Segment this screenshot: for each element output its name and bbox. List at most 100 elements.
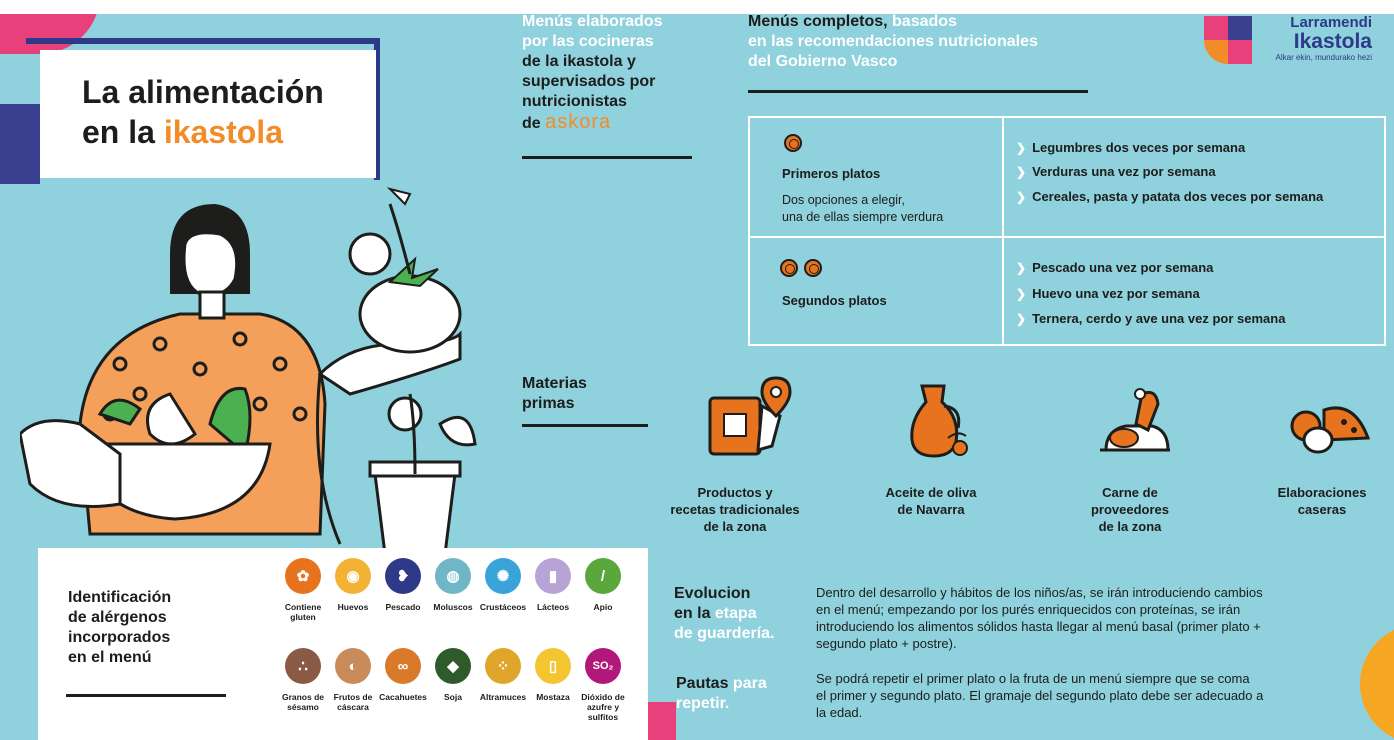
list-item-text: Ternera, cerdo y ave una vez por semana: [1032, 311, 1286, 326]
list-item: ❯Verduras una vez por semana: [1016, 164, 1216, 179]
plate-icon: [804, 259, 822, 282]
allergen-icon: SO₂: [585, 648, 621, 684]
allergen-heading-line: en el menú: [68, 649, 152, 666]
list-item-text: Huevo una vez por semana: [1032, 286, 1200, 301]
evolucion-text-line: segundo plato + postre).: [816, 636, 957, 651]
allergen-icon: /: [585, 558, 621, 594]
allergen-item: ❥ Pescado: [376, 558, 430, 612]
primeros-note-line: una de ellas siempre verdura: [782, 210, 944, 224]
allergen-label: Crustáceos: [476, 602, 530, 612]
table-divider: [750, 236, 1384, 238]
list-item: ❯ Ternera, cerdo y ave una vez por semana: [1016, 311, 1285, 326]
title-frame: [26, 38, 380, 180]
allergen-label-line: Granos de: [281, 692, 325, 702]
chevron-right-icon: ❯: [1016, 312, 1027, 326]
allergen-label-line: sulfitos: [587, 712, 619, 722]
allergen-label-line: Moluscos: [433, 602, 473, 612]
allergen-label-line: Contiene: [284, 602, 322, 612]
allergen-icon: ⁘: [485, 648, 521, 684]
list-item-text: Legumbres dos veces por semana: [1032, 140, 1246, 155]
allergen-icon: ◍: [435, 558, 471, 594]
allergen-label-line: gluten: [290, 612, 316, 622]
evolucion-text-line: en el menú; empezando por los purés enri…: [816, 602, 1241, 617]
pautas-text-line: el primer y segundo plato. El gramaje de…: [816, 688, 1264, 703]
chevron-right-icon: ❯: [1016, 287, 1027, 301]
allergen-item: ∞Cacahuetes: [376, 648, 430, 702]
list-item-text: Pescado una vez por semana: [1032, 260, 1214, 275]
pink-square-shape: [648, 702, 676, 740]
allergen-label-line: Cacahuetes: [379, 692, 427, 702]
list-item: ❯Pescado una vez por semana: [1016, 260, 1213, 275]
divider: [522, 156, 692, 159]
allergen-label: Pescado: [376, 602, 430, 612]
intro-right-line1: Menús completos, basados: [748, 14, 1148, 32]
allergen-label-line: Altramuces: [479, 692, 527, 702]
allergen-label-line: Dióxido de: [581, 692, 625, 702]
allergen-label-line: Huevos: [337, 602, 369, 612]
material-label-line: proveedores: [1090, 502, 1170, 517]
allergen-icon: ▯: [535, 648, 571, 684]
divider: [748, 90, 1088, 93]
allergen-item: ◉Huevos: [326, 558, 380, 612]
pautas-text-line: Se podrá repetir el primer plato o la fr…: [816, 671, 1250, 686]
allergen-icon: ✺: [485, 558, 521, 594]
intro-left: Menús elaborados por las cocineras de la…: [522, 14, 722, 134]
allergen-heading: Identificación de alérgenos incorporados…: [68, 588, 171, 668]
allergen-label-line: Soja: [444, 692, 462, 702]
allergen-item: ⁘ Altramuces: [476, 648, 530, 702]
larramendi-logo-mark: [1204, 16, 1252, 64]
evolucion-text-line: Dentro del desarrollo y hábitos de los n…: [816, 585, 1263, 600]
material-label: Carne de proveedores de la zona: [1070, 484, 1190, 535]
allergen-label-line: Frutos de: [333, 692, 373, 702]
pautas-text-line: la edad.: [816, 705, 863, 720]
segundos-label: Segundos platos: [782, 293, 887, 308]
pautas-heading-line: repetir.: [676, 695, 730, 712]
material-label-line: Aceite de oliva: [885, 485, 977, 500]
intro-right-dark: Menús completos,: [748, 14, 888, 30]
pautas-heading: Pautas para repetir.: [676, 674, 767, 714]
title-prefix: en la: [82, 114, 164, 150]
list-item: ❯Legumbres dos veces por semana: [1016, 140, 1245, 155]
material-label-line: Elaboraciones: [1277, 485, 1367, 500]
allergen-label: Apio: [576, 602, 630, 612]
evolucion-text-line: introduciendo los alimentos sólidos hast…: [816, 619, 1261, 634]
allergen-label: Lácteos: [526, 602, 580, 612]
intro-right-white: basados: [887, 14, 957, 30]
divider: [522, 424, 648, 427]
materias-heading-line: Materias: [522, 375, 587, 392]
allergen-label-line: Crustáceos: [479, 602, 527, 612]
material-label-line: de la zona: [703, 519, 767, 534]
allergen-label: Cacahuetes: [376, 692, 430, 702]
material-label-line: caseras: [1297, 502, 1347, 517]
allergen-label-line: azufre y: [586, 702, 620, 712]
list-item: ❯Cereales, pasta y patata dos veces por …: [1016, 189, 1323, 204]
allergen-item: ◆Soja: [426, 648, 480, 702]
materias-heading-line: primas: [522, 395, 575, 412]
evolucion-text: Dentro del desarrollo y hábitos de los n…: [816, 584, 1386, 652]
material-label-line: Carne de: [1102, 485, 1158, 500]
allergen-label: Soja: [426, 692, 480, 702]
allergen-icon: ❥: [385, 558, 421, 594]
intro-left-line: Menús elaborados: [522, 14, 663, 30]
allergen-heading-line: incorporados: [68, 629, 171, 646]
evolucion-dark: en la: [674, 605, 715, 622]
page-title-line2: en la ikastola: [82, 114, 283, 151]
logo-name2: Ikastola: [1293, 30, 1372, 53]
olive-oil-jug-icon: [910, 384, 968, 458]
allergen-label: Altramuces: [476, 692, 530, 702]
askora-logo: askora: [545, 111, 612, 133]
list-item: ❯ Huevo una vez por semana: [1016, 286, 1200, 301]
list-item-text: Verduras una vez por semana: [1032, 164, 1216, 179]
material-label-line: Productos y: [697, 485, 773, 500]
plate-icon: [780, 259, 798, 282]
evolucion-heading-line: Evolucion: [674, 585, 751, 602]
primeros-note: Dos opciones a elegir, una de ellas siem…: [782, 192, 943, 226]
allergen-icon: ▮: [535, 558, 571, 594]
materias-heading: Materias primas: [522, 374, 587, 414]
material-label: Elaboraciones caseras: [1262, 484, 1382, 518]
evolucion-heading-line: en la etapa: [674, 604, 774, 624]
